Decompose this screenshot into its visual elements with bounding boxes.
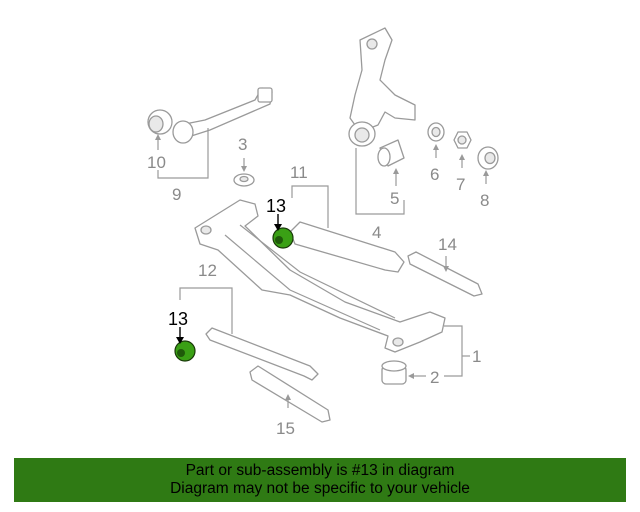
upper-link-part	[147, 87, 273, 144]
callout-3: 3	[238, 135, 247, 154]
bushing-part-5	[377, 139, 405, 167]
callout-7: 7	[456, 175, 465, 194]
highlighted-bushing-13-lower[interactable]	[174, 340, 196, 362]
callout-6: 6	[430, 165, 439, 184]
callout-12: 12	[198, 261, 217, 280]
lower-link-part-12	[205, 327, 319, 381]
info-banner: Part or sub-assembly is #13 in diagram D…	[14, 458, 626, 502]
knuckle-part	[348, 27, 416, 147]
callout-13-upper: 13	[266, 196, 286, 216]
callout-11: 11	[290, 163, 308, 182]
banner-line-1: Part or sub-assembly is #13 in diagram	[185, 462, 455, 479]
callout-5: 5	[390, 189, 399, 208]
banner-line-2: Diagram may not be specific to your vehi…	[170, 480, 470, 497]
callout-9: 9	[172, 185, 181, 204]
callout-4: 4	[372, 223, 381, 242]
callout-2: 2	[430, 368, 439, 387]
callout-10: 10	[147, 153, 166, 172]
callout-15: 15	[276, 419, 295, 438]
trailing-arm-part-11	[289, 221, 405, 273]
callout-14: 14	[438, 235, 457, 254]
callout-1: 1	[472, 347, 481, 366]
link-part-15	[249, 365, 331, 423]
mount-part-2	[381, 360, 407, 385]
callout-13-lower: 13	[168, 309, 188, 329]
crossmember-part	[194, 199, 446, 353]
callout-8: 8	[480, 191, 489, 210]
link-part-14	[407, 251, 483, 297]
highlighted-bushing-13-upper[interactable]	[272, 227, 294, 249]
parts-diagram: 10 9 3 4 5 6 7 8 11 14	[147, 27, 499, 438]
